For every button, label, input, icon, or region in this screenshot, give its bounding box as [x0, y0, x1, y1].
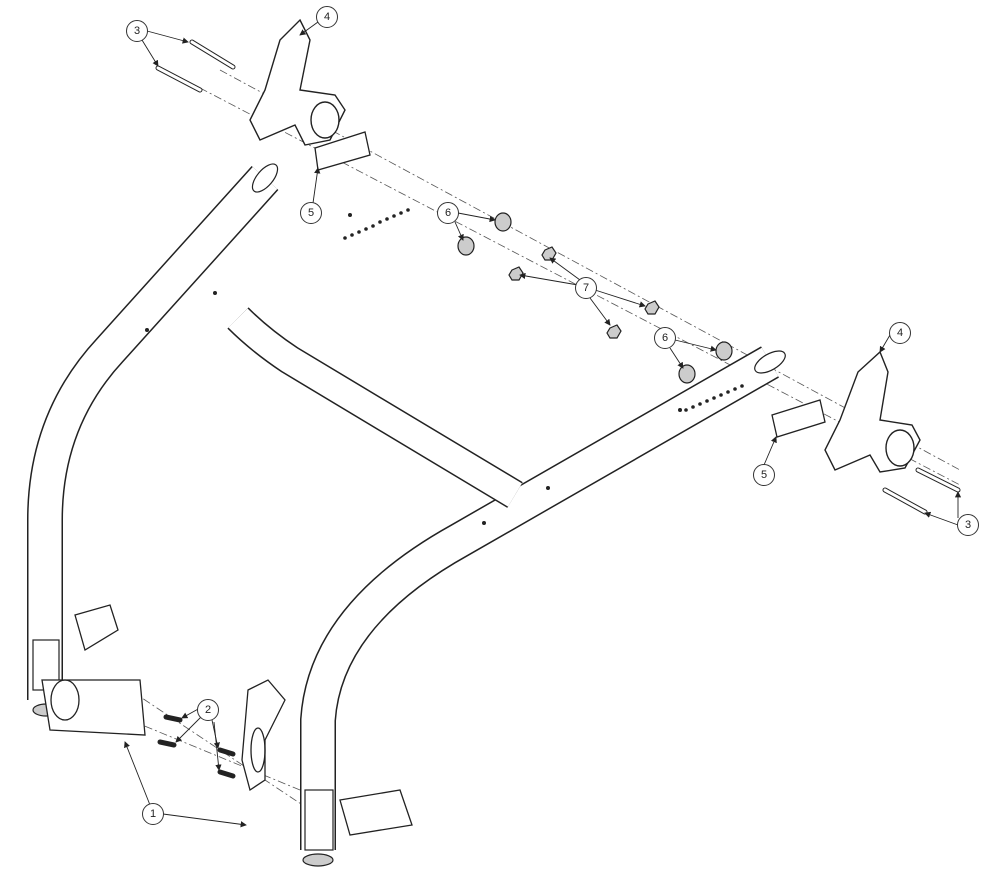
side-plates: [249, 18, 921, 473]
bolts: [155, 39, 961, 779]
callout-5: 5: [753, 464, 775, 486]
callout-6: 6: [437, 202, 459, 224]
adjustment-holes: [145, 208, 744, 525]
callout-4: 4: [316, 6, 338, 28]
callout-4: 4: [889, 322, 911, 344]
callout-3: 3: [957, 514, 979, 536]
callout-2: 2: [197, 699, 219, 721]
callout-5: 5: [300, 202, 322, 224]
callout-1: 1: [142, 803, 164, 825]
callout-3: 3: [126, 20, 148, 42]
leader-lines: [124, 21, 962, 828]
frame-tubes: [27, 165, 779, 850]
clamps: [41, 604, 413, 836]
callout-7: 7: [575, 277, 597, 299]
callout-6: 6: [654, 327, 676, 349]
washers-nuts: [457, 212, 733, 384]
spacers: [314, 131, 826, 438]
